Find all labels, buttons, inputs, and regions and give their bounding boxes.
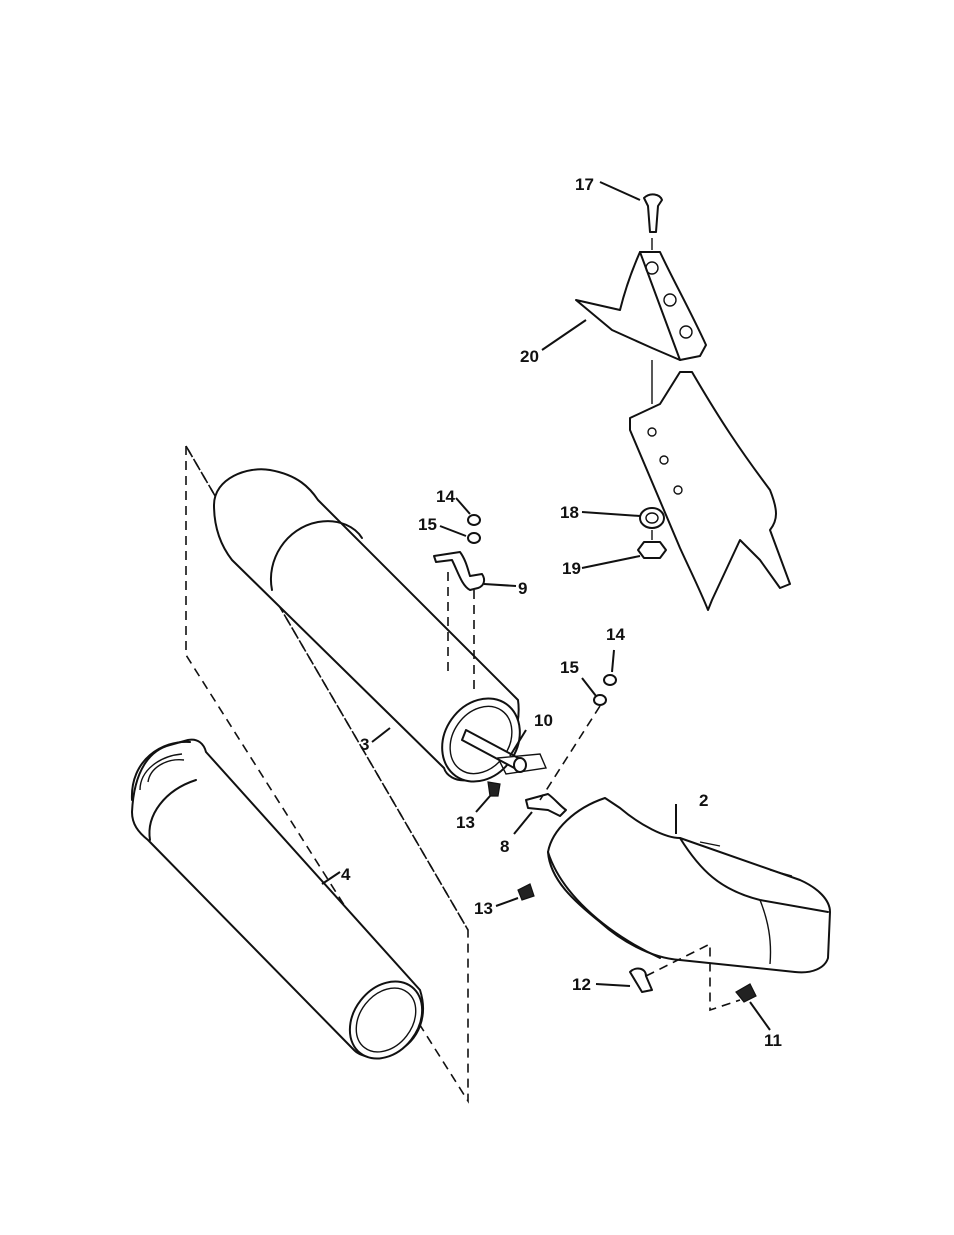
callout-15-lower: 15 [560,658,579,677]
part-17-screw [644,194,662,232]
callout-2: 2 [699,791,708,810]
callout-11: 11 [764,1031,782,1050]
callout-18: 18 [560,503,579,522]
part-14-washer-lower [604,675,616,685]
part-15-washer-lower [594,695,606,705]
part-20-bracket [576,252,706,360]
part-2-duct [548,798,830,972]
callout-12: 12 [572,975,591,994]
part-14-washer-upper [468,515,480,525]
part-12-wing-nut [630,969,652,992]
callout-9: 9 [518,579,527,598]
callout-14-lower: 14 [606,625,625,644]
callout-15-upper: 15 [418,515,437,534]
part-3-tube [214,469,546,796]
part-4-cylinder [132,740,437,1073]
callout-13-upper: 13 [456,813,475,832]
callout-17: 17 [575,175,594,194]
callout-10: 10 [534,711,553,730]
part-11-screw [736,984,756,1002]
callout-20: 20 [520,347,539,366]
callout-14-upper: 14 [436,487,455,506]
part-13-bolt-lower [518,884,534,900]
frame-bar [630,372,790,610]
callout-4: 4 [341,865,351,884]
part-18-bearing [640,508,664,528]
part-13-bolt-upper [488,782,500,796]
callout-8: 8 [500,837,509,856]
part-19-nut [638,542,666,558]
part-15-washer-upper [468,533,480,543]
part-9-clamp [434,552,484,590]
callout-3: 3 [360,735,369,754]
callout-19: 19 [562,559,581,578]
callout-13-lower: 13 [474,899,493,918]
